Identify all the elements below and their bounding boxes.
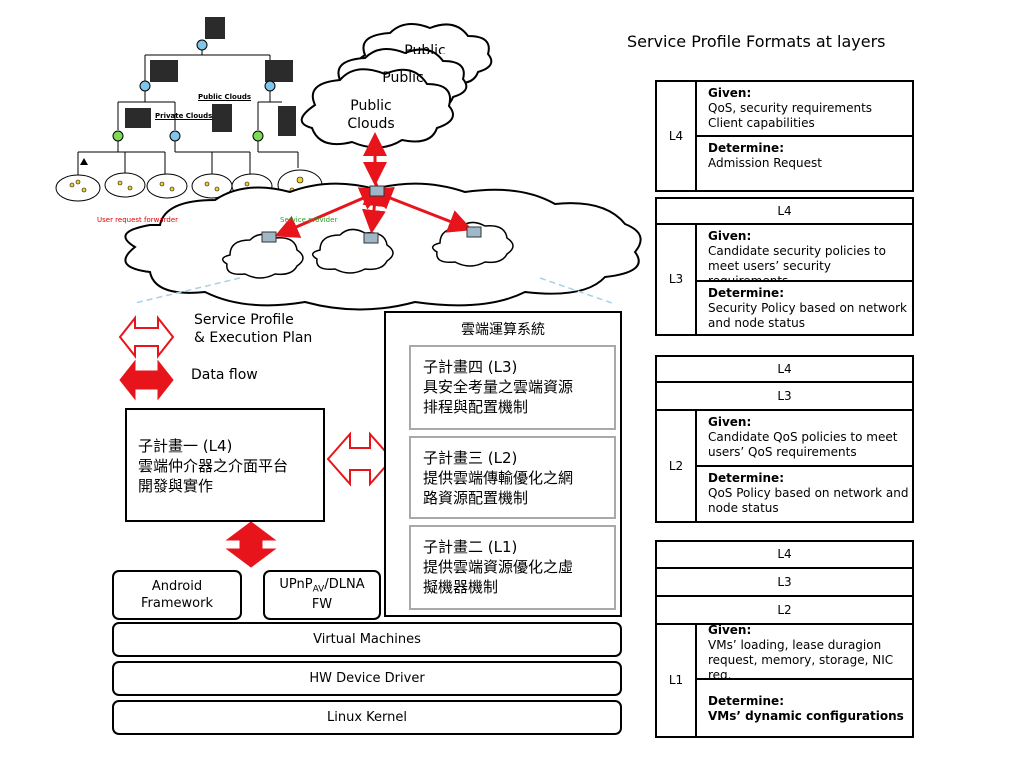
cloud-system-title: 雲端運算系統: [461, 322, 545, 338]
l3-header-l4: L4: [655, 197, 914, 225]
public-clouds-stack: [300, 23, 493, 149]
public-cloud-label-2: Public: [382, 70, 424, 83]
android-framework-box: Android Framework: [112, 570, 242, 620]
cloud-hierarchy-tree: [77, 45, 299, 175]
cloud-red-arrows: [274, 132, 473, 238]
broker-box: 子計畫一 (L4) 雲端仲介器之介面平台 開發與實作: [125, 408, 325, 522]
l1-header-l4: L4: [655, 540, 914, 569]
inner-clouds: [221, 221, 514, 279]
l4-determine-text: Admission Request: [708, 156, 822, 170]
dashed-connectors: [134, 277, 613, 304]
router-icons: [261, 185, 482, 244]
subproject-l1: 子計畫二 (L1) 提供雲端資源優化之虛 擬機器機制: [409, 525, 616, 610]
fw-text: FW: [311, 597, 333, 613]
dlna-text: /DLNA: [324, 576, 365, 592]
upnp-dlna-box: UPnPAV/DLNA FW: [263, 570, 381, 620]
legend-solid-arrow: [119, 359, 174, 401]
l2-header-l4: L4: [655, 355, 914, 383]
private-clouds-label: Private Clouds: [155, 112, 213, 120]
l2-determine-text: QoS Policy based on network and node sta…: [708, 486, 909, 515]
l3-given-title: Given:: [708, 229, 752, 243]
subproject-l3: 子計畫四 (L3) 具安全考量之雲端資源 排程與配置機制: [409, 345, 616, 430]
public-clouds-label: Public Clouds: [338, 97, 404, 133]
user-marker-icon: [80, 158, 88, 165]
hw-device-driver-box: HW Device Driver: [112, 661, 622, 696]
l1-given-cell: Given: VMs’ loading, lease duragion requ…: [695, 623, 914, 680]
upnp-text: UPnP: [279, 576, 313, 592]
l2-given-title: Given:: [708, 415, 752, 429]
l2-given-cell: Given: Candidate QoS policies to meet us…: [695, 409, 914, 467]
l1-header-l3: L3: [655, 567, 914, 597]
l1-given-text: VMs’ loading, lease duragion request, me…: [708, 638, 894, 680]
l1-side-label: L1: [655, 623, 697, 738]
l4-given-text: QoS, security requirements Client capabi…: [708, 101, 873, 130]
broker-stack-arrow: [225, 521, 277, 568]
page-title: Service Profile Formats at layers: [627, 32, 886, 51]
l4-given-title: Given:: [708, 86, 752, 100]
l2-determine-cell: Determine: QoS Policy based on network a…: [695, 465, 914, 523]
l2-determine-title: Determine:: [708, 471, 784, 485]
l1-determine-title: Determine:: [708, 694, 784, 708]
l4-given-cell: Given: QoS, security requirements Client…: [695, 80, 914, 137]
legend-hollow-arrow: [118, 315, 175, 359]
l1-determine-cell: Determine: VMs’ dynamic configurations: [695, 678, 914, 738]
l2-side-label: L2: [655, 409, 697, 523]
l3-determine-text: Security Policy based on network and nod…: [708, 301, 907, 330]
l1-given-title: Given:: [708, 623, 752, 637]
l3-determine-title: Determine:: [708, 286, 784, 300]
l1-header-l2: L2: [655, 595, 914, 625]
l2-given-text: Candidate QoS policies to meet users’ Qo…: [708, 430, 898, 459]
virtual-machines-box: Virtual Machines: [112, 622, 622, 657]
l4-determine-title: Determine:: [708, 141, 784, 155]
l2-header-l3: L3: [655, 381, 914, 411]
tree-nodes: [112, 39, 276, 142]
l3-given-cell: Given: Candidate security policies to me…: [695, 223, 914, 282]
upnp-sub: AV: [312, 584, 325, 595]
user-request-forwarder-label: User request forwarder: [97, 216, 179, 224]
server-icons: [125, 17, 296, 136]
public-cloud-label-1: Public: [404, 43, 446, 54]
l3-side-label: L3: [655, 223, 697, 336]
broker-system-arrow: [326, 431, 394, 487]
l3-given-text: Candidate security policies to meet user…: [708, 244, 886, 282]
l3-determine-cell: Determine: Security Policy based on netw…: [695, 280, 914, 336]
linux-kernel-box: Linux Kernel: [112, 700, 622, 735]
public-clouds-small-label: Public Clouds: [198, 93, 252, 101]
l1-determine-text: VMs’ dynamic configurations: [708, 709, 904, 723]
service-provider-label: Service provider: [280, 216, 338, 224]
l4-determine-cell: Determine: Admission Request: [695, 135, 914, 192]
legend-service-profile: Service Profile & Execution Plan: [194, 312, 313, 346]
legend-data-flow: Data flow: [191, 367, 258, 383]
l4-side-label: L4: [655, 80, 697, 192]
public-clouds-word: Public Clouds: [347, 98, 395, 132]
subproject-l2: 子計畫三 (L2) 提供雲端傳輸優化之網 路資源配置機制: [409, 436, 616, 519]
